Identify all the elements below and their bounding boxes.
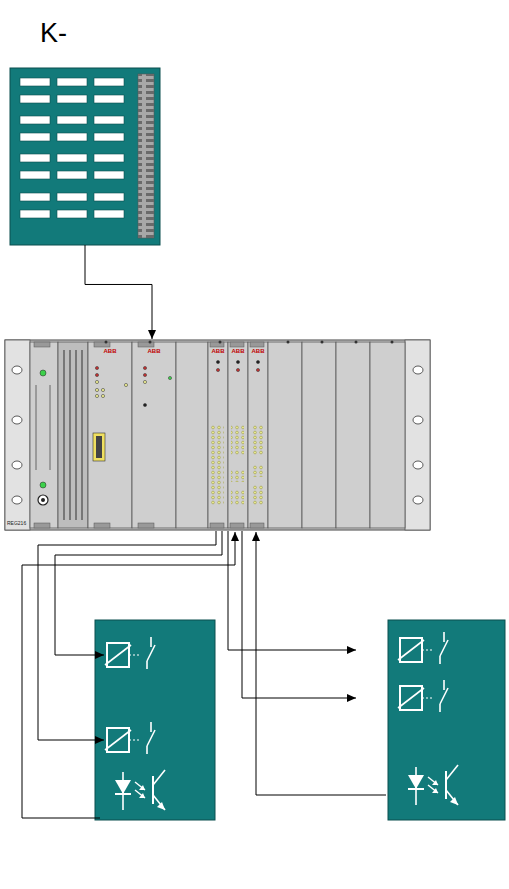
signal-wires [22, 531, 386, 818]
terminal-panel [10, 68, 160, 245]
brand-label: ABB [104, 348, 117, 354]
relay-box [388, 620, 505, 820]
connector-arrow [85, 245, 152, 339]
terminal-panel: K- [10, 68, 160, 245]
protection-rack: ABB ABB ABB ABB ABB REG216 [5, 340, 430, 530]
brand-label: ABB [232, 348, 245, 354]
brand-label: ABB [148, 348, 161, 354]
rack [5, 340, 430, 530]
brand-label: ABB [212, 348, 225, 354]
relay-box [95, 620, 215, 820]
model-label: REG216 [7, 521, 26, 526]
module-label: K- [40, 20, 67, 47]
brand-label: ABB [252, 348, 265, 354]
